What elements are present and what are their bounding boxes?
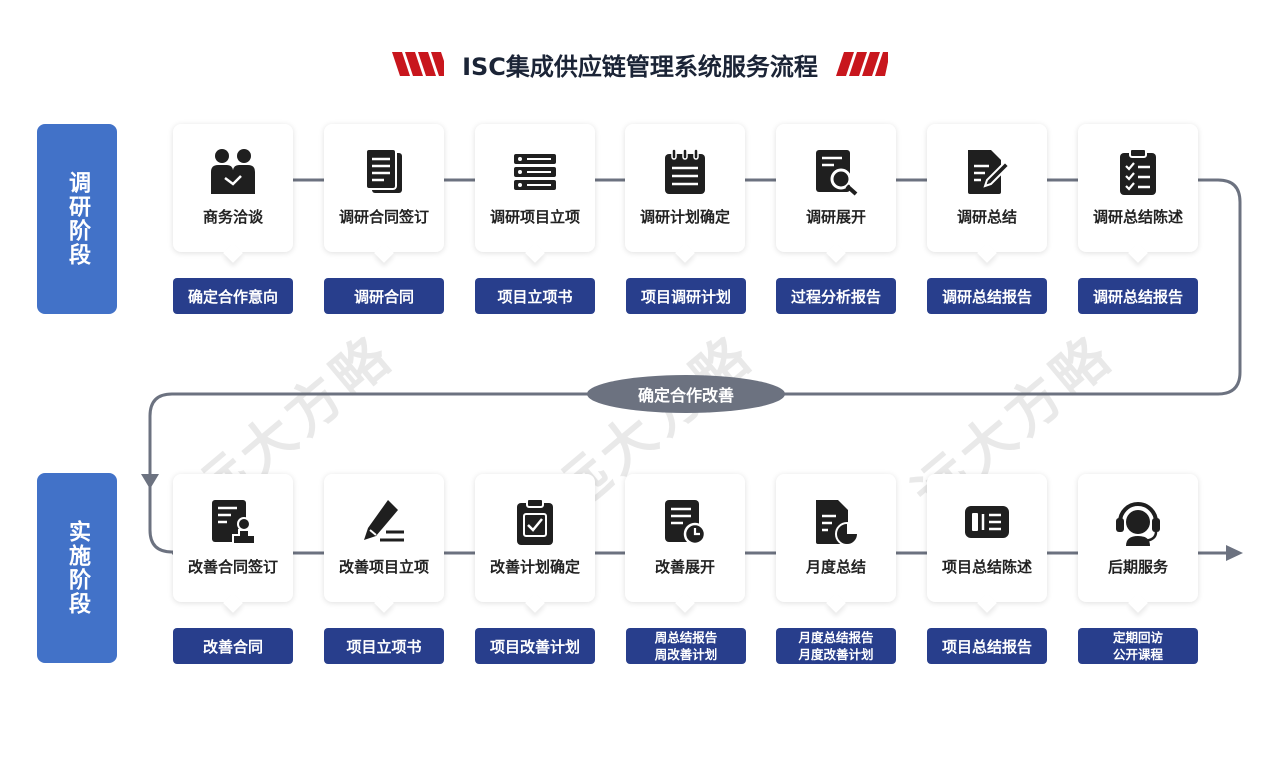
deliverable-box: 月度总结报告 月度改善计划 [776, 628, 896, 664]
edit-document-icon [968, 150, 1011, 194]
deliverable-box: 调研总结报告 [927, 278, 1047, 314]
flow-connector-curve [148, 178, 1242, 476]
deliverable-box: 项目调研计划 [626, 278, 746, 314]
stage-implementation-label: 实施阶段 [65, 520, 90, 616]
server-list-icon [514, 154, 556, 190]
page-title: ISC集成供应链管理系统服务流程 [462, 52, 818, 81]
step-card: 改善计划确定 [475, 474, 595, 602]
deliverable-text: 过程分析报告 [790, 287, 881, 306]
deliverable-text: 公开课程 [1112, 647, 1163, 662]
step-card: 月度总结 [776, 474, 896, 602]
step-label: 改善计划确定 [489, 558, 580, 576]
document-stack-icon [365, 148, 402, 193]
connector-label-pill: 确定合作改善 [587, 375, 785, 413]
step-label: 调研总结 [956, 208, 1017, 226]
deliverable-text: 确定合作意向 [187, 287, 278, 306]
title-deco-right-icon [835, 52, 888, 76]
step-label: 商务洽谈 [202, 208, 263, 226]
step-card: 调研展开 [776, 124, 896, 252]
deliverable-text: 调研合同 [353, 287, 414, 306]
step-label: 改善合同签订 [187, 558, 278, 576]
deliverable-text: 月度总结报告 [798, 630, 874, 645]
step-label: 调研展开 [805, 208, 866, 226]
step-label: 改善项目立项 [338, 558, 429, 576]
title-bar: ISC集成供应链管理系统服务流程 [0, 46, 1280, 82]
deliverable-box: 项目立项书 [475, 278, 595, 314]
deliverable-text: 改善合同 [202, 637, 263, 656]
deliverable-text: 项目立项书 [346, 637, 422, 656]
step-card: 项目总结陈述 [927, 474, 1047, 602]
search-document-icon [816, 150, 858, 196]
deliverable-box: 过程分析报告 [776, 278, 896, 314]
step-label: 调研项目立项 [489, 208, 580, 226]
step-label: 月度总结 [805, 558, 866, 576]
title-deco-left-icon [392, 52, 445, 76]
step-label: 后期服务 [1107, 558, 1168, 576]
step-card: 后期服务 [1078, 474, 1198, 602]
deliverable-box: 改善合同 [173, 628, 293, 664]
step-card: 改善展开 [625, 474, 745, 602]
stage-implementation: 实施阶段 [37, 473, 117, 663]
step-label: 调研合同签订 [338, 208, 429, 226]
step-card: 改善合同签订 [173, 474, 293, 602]
step-card: 调研项目立项 [475, 124, 595, 252]
step-card: 调研总结 [927, 124, 1047, 252]
deliverable-box: 项目总结报告 [927, 628, 1047, 664]
deliverable-box: 定期回访 公开课程 [1078, 628, 1198, 664]
end-arrow-right-icon [1226, 545, 1243, 561]
step-label: 调研计划确定 [639, 208, 730, 226]
notepad-icon [665, 148, 705, 194]
deliverable-text: 项目调研计划 [640, 287, 731, 306]
presentation-icon [965, 506, 1009, 538]
deliverable-text: 项目改善计划 [489, 637, 580, 656]
deliverable-box: 项目改善计划 [475, 628, 595, 664]
clipboard-checklist-icon [1120, 148, 1156, 195]
pen-writing-icon [364, 500, 404, 542]
stage-research-label: 调研阶段 [65, 171, 90, 267]
step-card: 调研总结陈述 [1078, 124, 1198, 252]
step-card: 调研合同签订 [324, 124, 444, 252]
deliverable-box: 项目立项书 [324, 628, 444, 664]
step-label: 项目总结陈述 [941, 558, 1032, 576]
step-label: 改善展开 [654, 558, 715, 576]
contract-stamp-icon [212, 500, 256, 545]
deliverable-text: 调研总结报告 [1092, 287, 1183, 306]
deliverable-box: 调研合同 [324, 278, 444, 314]
document-pie-icon [816, 500, 859, 546]
step-label: 调研总结陈述 [1092, 208, 1183, 226]
headset-icon [1116, 502, 1160, 546]
step-card: 商务洽谈 [173, 124, 293, 252]
deliverable-box: 调研总结报告 [1078, 278, 1198, 314]
clipboard-check-icon [517, 498, 553, 545]
handshake-icon [211, 149, 255, 194]
document-clock-icon [665, 500, 707, 546]
step-card: 改善项目立项 [324, 474, 444, 602]
deliverable-text: 项目立项书 [497, 287, 573, 306]
stage-research: 调研阶段 [37, 124, 117, 314]
deliverable-box: 确定合作意向 [173, 278, 293, 314]
step-card: 调研计划确定 [625, 124, 745, 252]
deliverable-text: 周总结报告 [654, 630, 718, 645]
deliverable-text: 项目总结报告 [941, 637, 1032, 656]
deliverable-box: 周总结报告 周改善计划 [626, 628, 746, 664]
deliverable-text: 月度改善计划 [798, 647, 874, 662]
deliverable-text: 定期回访 [1112, 630, 1163, 645]
deliverable-text: 周改善计划 [654, 647, 718, 662]
deliverable-text: 调研总结报告 [941, 287, 1032, 306]
flow-connector-curve-lower [148, 478, 180, 554]
